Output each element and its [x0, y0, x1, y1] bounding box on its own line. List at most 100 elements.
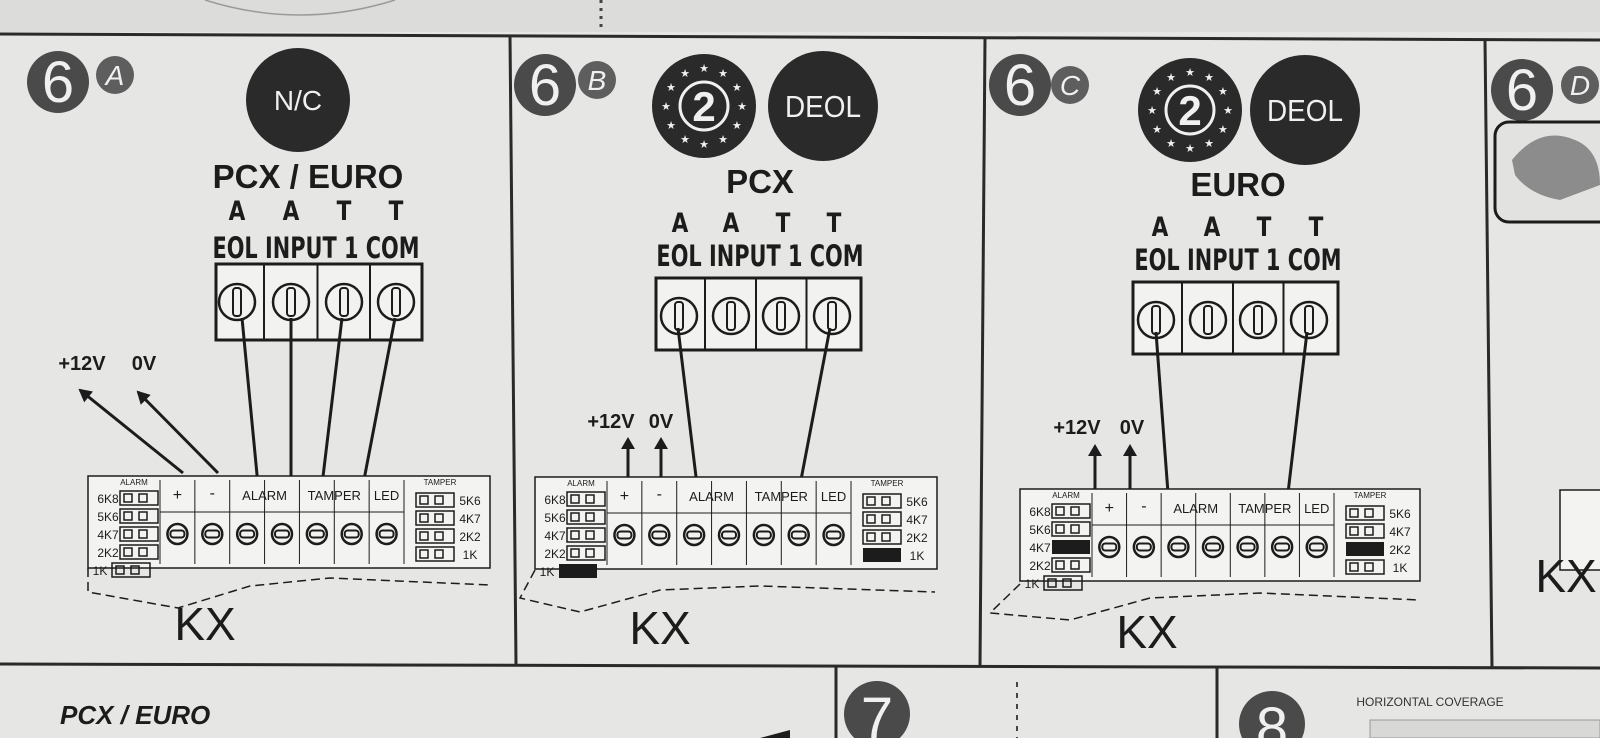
terminal-block [654, 276, 863, 352]
grade-star: ★ [1185, 67, 1195, 79]
jumper-pin [1055, 524, 1065, 534]
jumper-pin [434, 513, 444, 523]
screw-slot [1205, 542, 1221, 552]
alarm-jumper-label: 4K7 [97, 528, 119, 542]
grade-star: ★ [699, 63, 709, 75]
step-number: 6 [529, 53, 561, 118]
screw-slot [1274, 542, 1291, 552]
jumper-pins-frame [119, 508, 159, 524]
deol-badge: DEOL [1250, 55, 1360, 165]
screw-head [613, 523, 636, 547]
screw-head [648, 523, 671, 547]
kx-terminal-screw [648, 523, 671, 547]
tamper-jumper-label: 1K [1393, 561, 1408, 575]
wire [1286, 331, 1309, 494]
model-title: PCX / EURO [213, 158, 404, 195]
step-number-disc [27, 51, 89, 113]
grade-badge-disc [1138, 58, 1242, 162]
jumper-pins-frame [1345, 505, 1385, 521]
alarm-jumper-label: 5K6 [97, 510, 119, 524]
jumper-pin [123, 511, 133, 521]
jumper-pin [585, 512, 595, 522]
horizontal-coverage-label: HORIZONTAL COVERAGE [1356, 695, 1503, 709]
kx-led-label: LED [374, 488, 399, 503]
screw-head [1289, 300, 1329, 340]
alarm-jumper-title: ALARM [567, 479, 595, 488]
grade-star: ★ [1147, 105, 1157, 117]
jumper-fitted [1346, 542, 1384, 556]
jumper-pin [881, 496, 891, 506]
arrow-shaft [79, 388, 184, 475]
alarm-jumper [111, 562, 151, 578]
kx-terminal-screw [305, 522, 329, 546]
screw-head [375, 522, 398, 546]
terminal-letter: A [672, 207, 689, 239]
kx-terminal-screw [1132, 535, 1156, 559]
screw-slot [726, 301, 736, 331]
step-number: 6 [42, 50, 74, 115]
jumper-pins-frame [862, 529, 902, 545]
screw-slot [755, 530, 772, 540]
power-0v-label: 0V [1120, 417, 1145, 439]
grade-star: ★ [1204, 138, 1214, 150]
screw-head [1238, 300, 1278, 340]
kx-terminal-screw [375, 522, 398, 546]
jumper-pins-frame [862, 493, 902, 509]
step-8-number: 8 [1256, 696, 1288, 738]
terminal-block [1131, 280, 1340, 356]
jumper-pins-frame [1051, 521, 1091, 537]
screw-head [761, 296, 801, 336]
arrow-shaft [136, 390, 220, 475]
kx-terminal-screw [752, 523, 776, 547]
deol-badge: DEOL [768, 51, 878, 161]
tamper-jumper-label: 5K6 [459, 494, 481, 508]
kx-tamper-label: TAMPER [755, 489, 808, 504]
jumper-pin [585, 494, 595, 504]
jumper-pin [434, 495, 444, 505]
kx-alarm-label: ALARM [242, 488, 287, 503]
tamper-jumper-title: TAMPER [1354, 491, 1387, 500]
screw-slot [651, 530, 668, 540]
screw-slot [827, 301, 837, 331]
power-0v-label: 0V [132, 353, 157, 375]
screw-head [1305, 535, 1328, 559]
terminal-screw [271, 282, 311, 322]
jumper-pin [419, 495, 429, 505]
screw-head [682, 523, 706, 547]
tamper-jumper [415, 492, 455, 508]
screw-slot [204, 529, 221, 539]
alarm-jumper [1051, 521, 1091, 537]
jumper-pin [1364, 562, 1374, 572]
nc-label: N/C [274, 85, 322, 116]
screw-slot [1304, 305, 1314, 335]
step-number: 6 [1004, 53, 1036, 118]
wire [320, 317, 344, 486]
screw-head [235, 522, 259, 546]
terminal-letter: A [1152, 211, 1169, 243]
kx-terminal-screw [1098, 535, 1121, 559]
jumper-pin [130, 565, 140, 575]
grade-star: ★ [666, 120, 676, 132]
grade-star: ★ [1152, 124, 1162, 136]
tamper-jumper [415, 510, 455, 526]
jumper-pin [866, 496, 876, 506]
power-12v-arrow [78, 388, 184, 475]
tamper-jumper [1345, 505, 1385, 521]
deol-badge-disc [1250, 55, 1360, 165]
kx-board-name: KX [174, 598, 235, 650]
kx-minus-label: - [210, 485, 215, 502]
screw-slot [1170, 542, 1187, 552]
grade-star: ★ [680, 134, 690, 146]
bottom-caption: PCX / EURO [60, 700, 210, 730]
screw-head [271, 282, 311, 322]
jumper-pins-frame [566, 545, 606, 561]
alarm-jumper-label: 2K2 [544, 547, 566, 561]
terminal-screw [1238, 300, 1278, 340]
jumper-pin [138, 493, 148, 503]
alarm-jumper [119, 490, 159, 506]
kx-terminal-screw [201, 522, 224, 546]
grade-star: ★ [718, 68, 728, 80]
